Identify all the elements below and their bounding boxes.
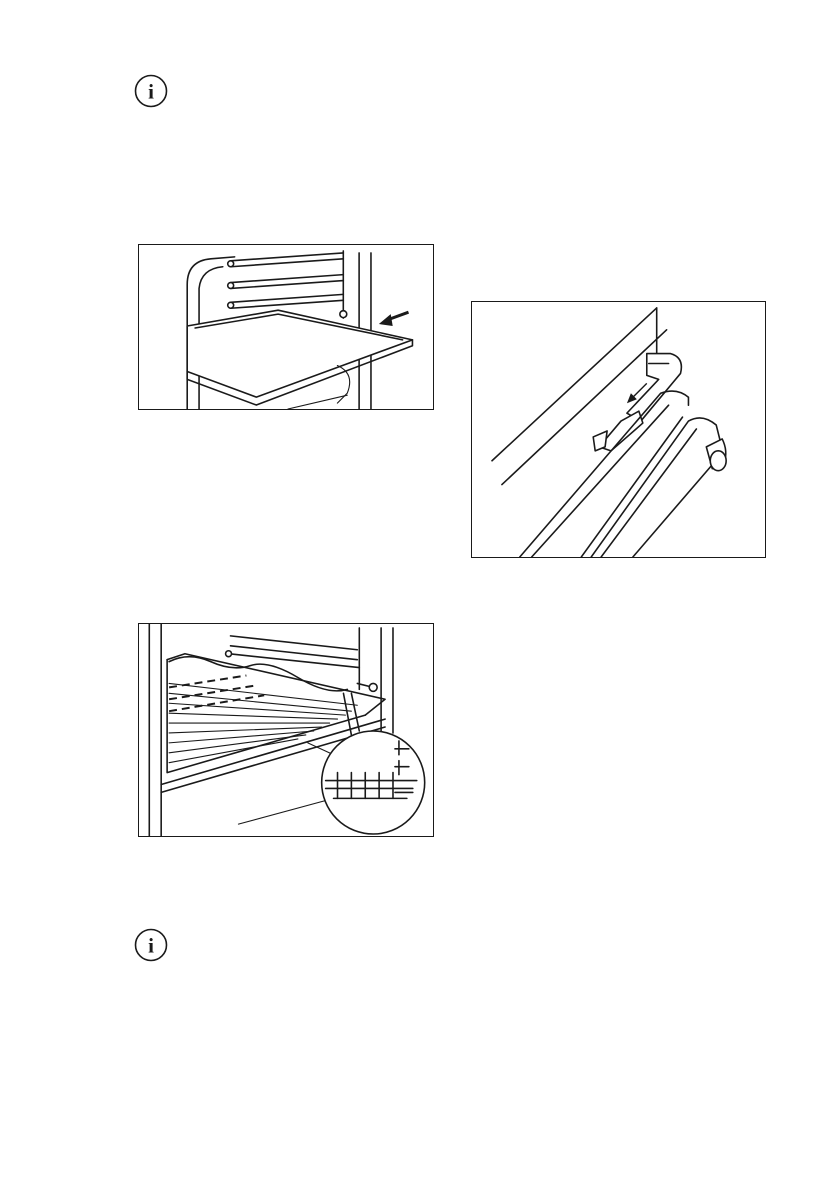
door-hinge-illustration xyxy=(471,301,766,558)
baking-tray-illustration xyxy=(138,244,434,410)
info-icon-glyph: i xyxy=(148,80,154,104)
wire-shelf-illustration xyxy=(138,623,434,837)
info-icon: i xyxy=(134,74,168,108)
info-icon: i xyxy=(134,928,168,962)
info-icon-glyph: i xyxy=(148,934,154,958)
